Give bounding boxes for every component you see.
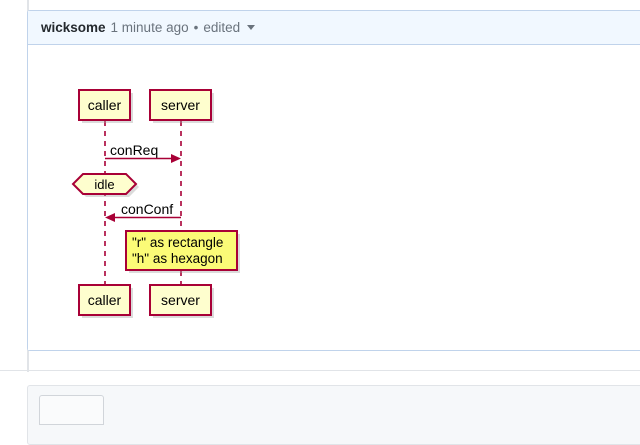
participant-label-server-top: server	[161, 97, 200, 113]
message-label-conreq: conReq	[110, 142, 158, 158]
arrowhead-left-icon	[105, 213, 115, 222]
message-label-conconf: conConf	[121, 201, 173, 217]
sequence-diagram: caller server conReq idle conConf	[28, 45, 448, 345]
note-line-1: "r" as rectangle	[132, 235, 223, 250]
participant-label-caller-top: caller	[88, 97, 122, 113]
comment-form-panel	[27, 385, 640, 445]
participant-box-caller-top	[78, 89, 131, 121]
comment-card: wicksome 1 minute ago • edited caller se…	[27, 10, 640, 351]
meta-separator: •	[193, 20, 199, 35]
participant-label-caller-bottom: caller	[88, 292, 122, 308]
comment-edited-label[interactable]: edited	[203, 20, 241, 35]
participant-box-server-top	[149, 89, 212, 121]
section-divider	[0, 370, 640, 371]
participant-label-server-bottom: server	[161, 292, 200, 308]
note-box	[125, 230, 238, 271]
comment-body: caller server conReq idle conConf	[28, 45, 640, 350]
comment-author[interactable]: wicksome	[41, 20, 106, 35]
hexagon-state-idle	[71, 173, 138, 195]
arrowhead-right-icon	[171, 154, 181, 163]
chevron-down-icon[interactable]	[247, 25, 256, 30]
participant-box-server-bottom	[149, 284, 212, 316]
hexagon-state-label: idle	[94, 177, 114, 192]
participant-box-caller-bottom	[78, 284, 131, 316]
comment-timestamp[interactable]: 1 minute ago	[110, 20, 189, 35]
comment-header: wicksome 1 minute ago • edited	[28, 11, 640, 45]
note-line-2: "h" as hexagon	[132, 251, 223, 266]
